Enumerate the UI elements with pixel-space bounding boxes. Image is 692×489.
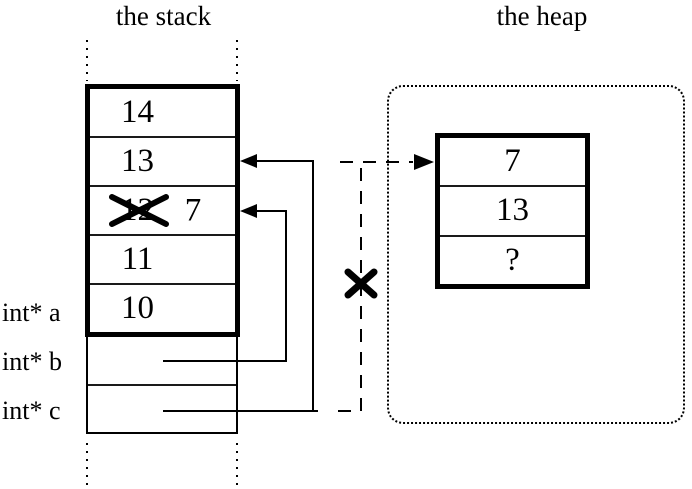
pointer-cell-b <box>88 337 236 386</box>
pointer-b-arrowhead-icon <box>240 204 257 218</box>
heap-region-boundary <box>387 85 685 424</box>
heap-object-box: 7 13 ? <box>435 133 590 289</box>
stack-cell-value: 10 <box>121 290 154 326</box>
pointer-cells-box <box>86 337 238 434</box>
var-label-b: int* b <box>2 347 62 376</box>
stack-cell-4: 10 <box>90 285 235 332</box>
stack-frame-box: 14 13 12 7 11 10 <box>85 84 240 337</box>
heap-cell-1: 13 <box>440 187 585 237</box>
stack-cell-value: 13 <box>121 143 154 179</box>
var-label-c: int* c <box>2 396 61 425</box>
heap-cell-2: ? <box>505 241 520 278</box>
pointer-c-arrowhead-icon <box>240 154 257 168</box>
x-mark-dangling-icon <box>344 268 378 299</box>
x-stroke <box>344 268 378 299</box>
stack-cell-2-crossed: 12 7 <box>90 187 235 236</box>
x-stroke <box>344 268 378 299</box>
stack-cell-1: 13 <box>90 138 235 187</box>
stack-cell-0: 14 <box>90 89 235 138</box>
heap-cell-0: 7 <box>440 138 585 188</box>
crossed-out-value: 12 <box>121 192 154 228</box>
pointer-cell-c <box>88 386 236 433</box>
var-label-a: int* a <box>2 298 61 327</box>
heap-title: the heap <box>496 1 588 31</box>
stack-cell-value: 11 <box>121 241 154 277</box>
stack-cell-value: 14 <box>121 94 154 130</box>
replacement-value: 7 <box>184 192 202 228</box>
stack-title: the stack <box>115 1 212 31</box>
stack-cell-3: 11 <box>90 236 235 285</box>
